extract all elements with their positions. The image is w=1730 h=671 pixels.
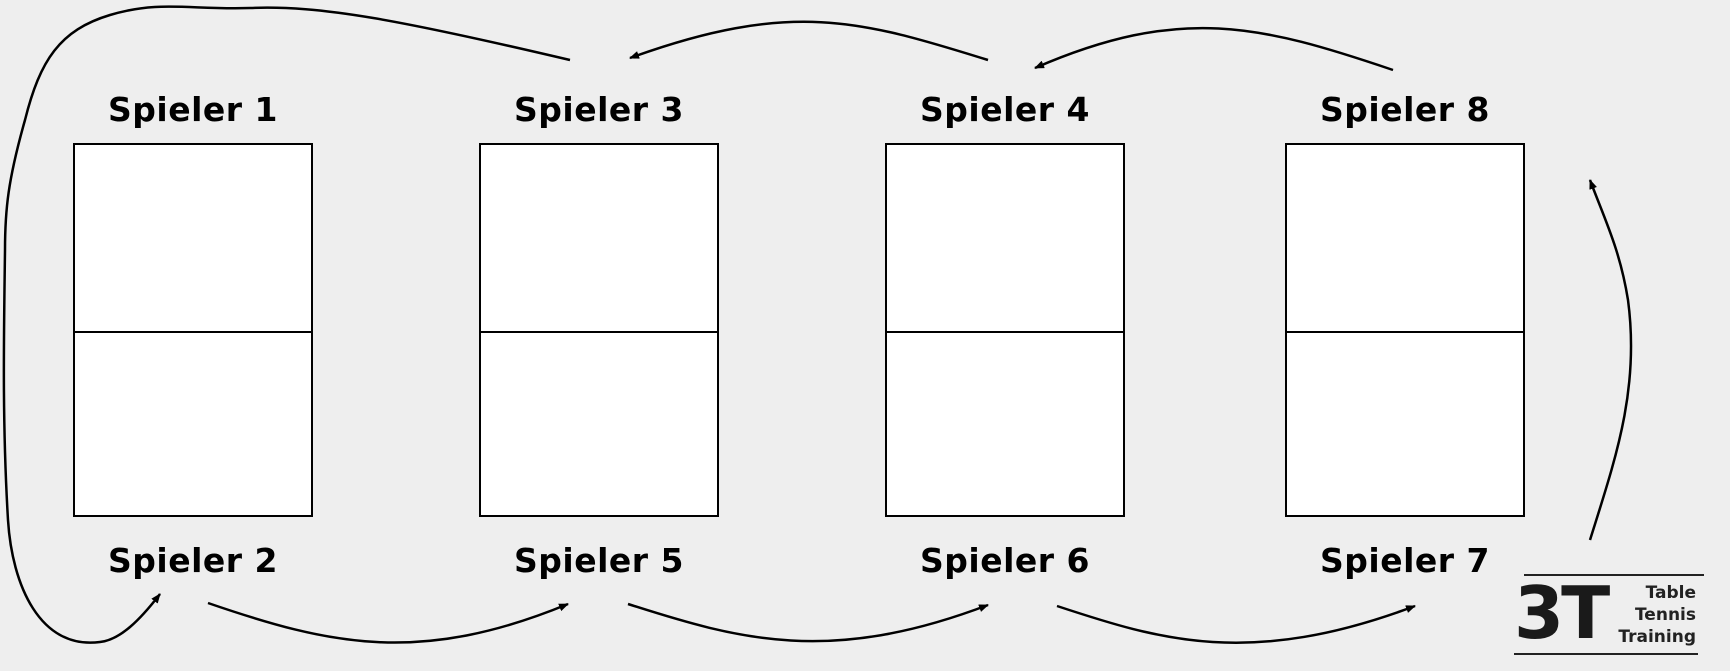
label-spieler-4: Spieler 4 <box>920 90 1090 129</box>
arrow-p4-to-p3 <box>629 20 989 62</box>
label-spieler-3: Spieler 3 <box>514 90 684 129</box>
logo-rule-bottom <box>1514 653 1698 655</box>
arrow-p8-to-p4 <box>1034 26 1394 72</box>
label-spieler-6: Spieler 6 <box>920 541 1090 580</box>
logo-line-training: Training <box>1618 627 1696 647</box>
logo-line-table: Table <box>1645 583 1696 603</box>
label-spieler-7: Spieler 7 <box>1320 541 1490 580</box>
table-1 <box>73 143 313 517</box>
label-spieler-5: Spieler 5 <box>514 541 684 580</box>
label-spieler-2: Spieler 2 <box>108 541 278 580</box>
arrow-p6-to-p7 <box>1056 604 1416 644</box>
label-spieler-8: Spieler 8 <box>1320 90 1490 129</box>
logo-rule-top <box>1524 574 1704 576</box>
arrow-p3-to-p2 <box>2 5 571 644</box>
3t-logo: 3T Table Tennis Training <box>1514 571 1714 659</box>
logo-line-tennis: Tennis <box>1634 605 1696 625</box>
logo-mark: 3T <box>1514 571 1610 655</box>
label-spieler-1: Spieler 1 <box>108 90 278 129</box>
table-3 <box>885 143 1125 517</box>
table-net <box>887 331 1123 333</box>
table-4 <box>1285 143 1525 517</box>
table-net <box>75 331 311 333</box>
table-net <box>481 331 717 333</box>
arrow-p5-to-p6 <box>627 602 989 643</box>
table-net <box>1287 331 1523 333</box>
arrow-p7-to-p8 <box>1588 179 1633 541</box>
arrow-p2-to-p5 <box>207 601 569 644</box>
table-2 <box>479 143 719 517</box>
